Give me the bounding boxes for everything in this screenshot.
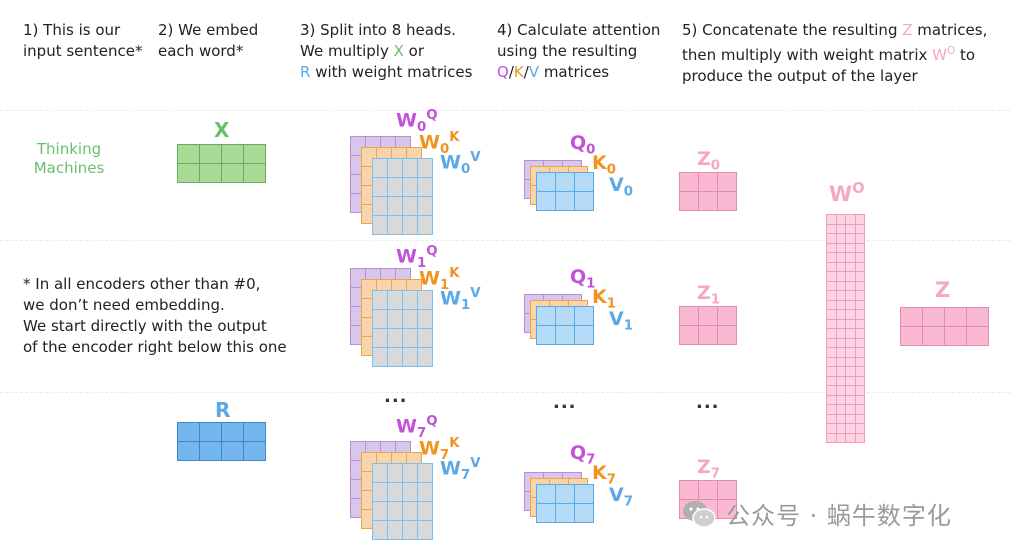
ellipsis: ...	[384, 386, 408, 407]
v-label: V1	[609, 308, 633, 334]
wv-matrix	[372, 290, 433, 367]
v-label: V7	[609, 484, 633, 510]
v-label: V0	[609, 174, 633, 200]
wv-label: W1V	[440, 286, 481, 313]
z-output-label: Z	[935, 278, 951, 302]
wq-label: W7Q	[396, 414, 438, 441]
ellipsis: ...	[696, 392, 720, 413]
x-label: X	[214, 118, 230, 142]
z-matrix	[679, 172, 737, 211]
watermark-text: 公众号 · 蜗牛数字化	[726, 502, 952, 530]
wk-label: W1K	[419, 266, 460, 293]
k-label: K0	[592, 152, 616, 178]
ellipsis: ...	[553, 392, 577, 413]
step-3-header: 3) Split into 8 heads. We multiply X or …	[300, 21, 473, 81]
v-matrix	[536, 306, 594, 345]
r-label: R	[215, 398, 231, 422]
separator	[0, 240, 1010, 241]
wk-label: W7K	[419, 436, 460, 463]
embedding-r-matrix	[177, 422, 266, 461]
wo-matrix	[826, 214, 865, 443]
v-matrix	[536, 172, 594, 211]
separator	[0, 110, 1010, 111]
wk-label: W0K	[419, 130, 460, 157]
encoder-note: * In all encoders other than #0,we don’t…	[23, 275, 287, 356]
wv-matrix	[372, 463, 433, 540]
z-matrix	[679, 306, 737, 345]
z-label: Z0	[697, 148, 721, 174]
wechat-icon	[682, 499, 716, 529]
q-label: Q1	[570, 266, 596, 292]
z-output-matrix	[900, 307, 989, 346]
k-label: K7	[592, 462, 616, 488]
q-label: Q0	[570, 132, 596, 158]
q-label: Q7	[570, 442, 596, 468]
z-label: Z1	[697, 282, 721, 308]
wv-label: W0V	[440, 150, 481, 177]
wv-label: W7V	[440, 456, 481, 483]
v-matrix	[536, 484, 594, 523]
separator	[0, 392, 1010, 393]
watermark: 公众号 · 蜗牛数字化	[682, 496, 952, 531]
z-label: Z7	[697, 456, 721, 482]
embedding-x-matrix	[177, 144, 266, 183]
step-4-header: 4) Calculate attention using the resulti…	[497, 21, 661, 81]
wq-label: W1Q	[396, 244, 438, 271]
step-5-header: 5) Concatenate the resulting Z matrices,…	[682, 21, 988, 85]
k-label: K1	[592, 286, 616, 312]
wo-label: WO	[829, 180, 865, 207]
wq-label: W0Q	[396, 108, 438, 135]
wv-matrix	[372, 158, 433, 235]
